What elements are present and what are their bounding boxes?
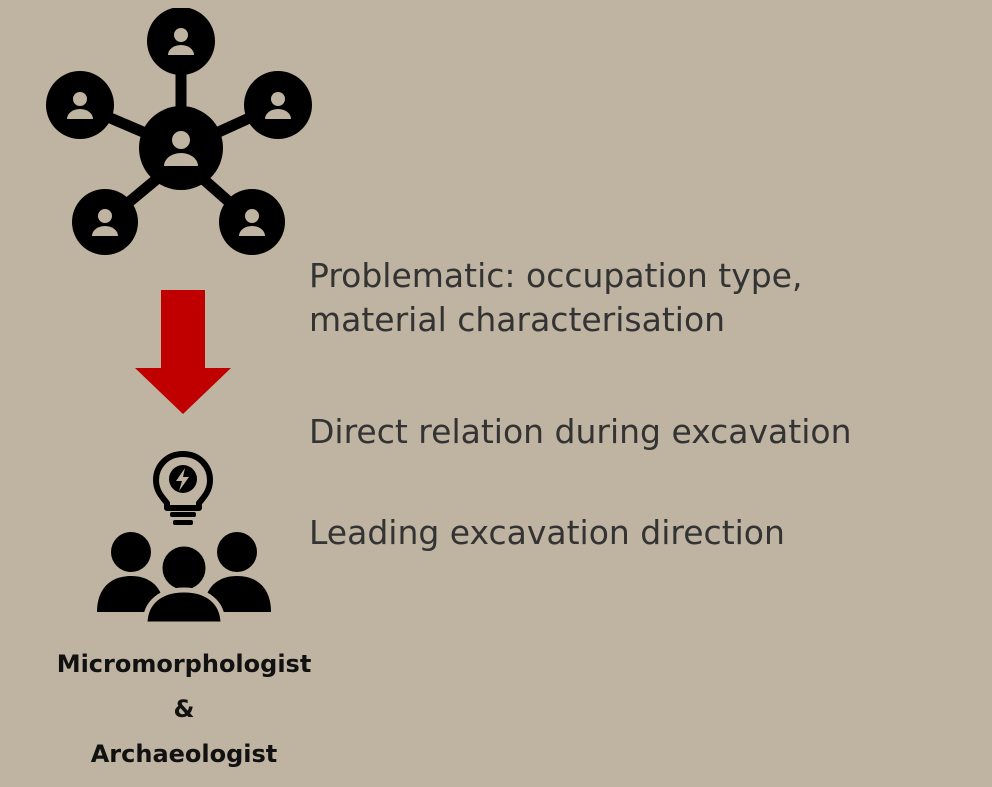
down-arrow-icon: [135, 290, 231, 414]
person-node-top: [147, 8, 215, 75]
role-archaeologist: Archaeologist: [90, 740, 278, 768]
people-network-icon: [46, 8, 312, 255]
point-direct-relation: Direct relation during excavation: [309, 412, 852, 451]
role-joiner: &: [173, 695, 195, 723]
person-node-left: [46, 71, 114, 139]
people-group-icon: [97, 532, 271, 624]
person-node-right: [244, 71, 312, 139]
person-node-center: [139, 106, 223, 190]
lightbulb-icon: [153, 451, 213, 525]
roles-caption: Micromorphologist & Archaeologist: [0, 642, 368, 777]
point-leading-direction: Leading excavation direction: [309, 513, 785, 552]
person-node-bottom-right: [219, 189, 285, 255]
role-micromorphologist: Micromorphologist: [56, 650, 312, 678]
person-node-bottom-left: [72, 189, 138, 255]
point-problematic: Problematic: occupation type, material c…: [309, 256, 803, 339]
